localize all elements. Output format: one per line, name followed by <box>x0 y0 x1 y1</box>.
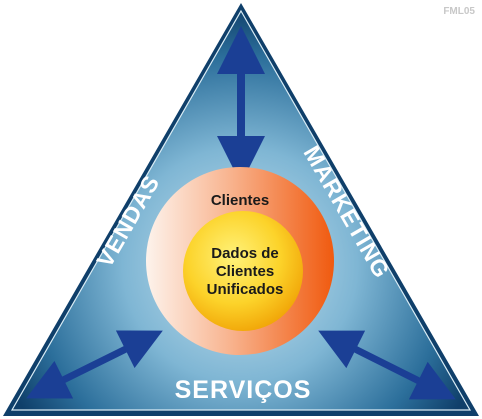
core-line-2: Clientes <box>216 263 274 280</box>
label-servicos: SERVIÇOS <box>175 376 312 404</box>
core-line-3: Unificados <box>207 281 284 298</box>
unified-data-core <box>183 211 303 331</box>
arrow-bottom-right <box>318 330 456 400</box>
watermark: FML05 <box>443 6 475 17</box>
clientes-label: Clientes <box>211 192 269 209</box>
arrow-bottom-left <box>26 330 163 399</box>
core-line-1: Dados de <box>211 245 279 262</box>
